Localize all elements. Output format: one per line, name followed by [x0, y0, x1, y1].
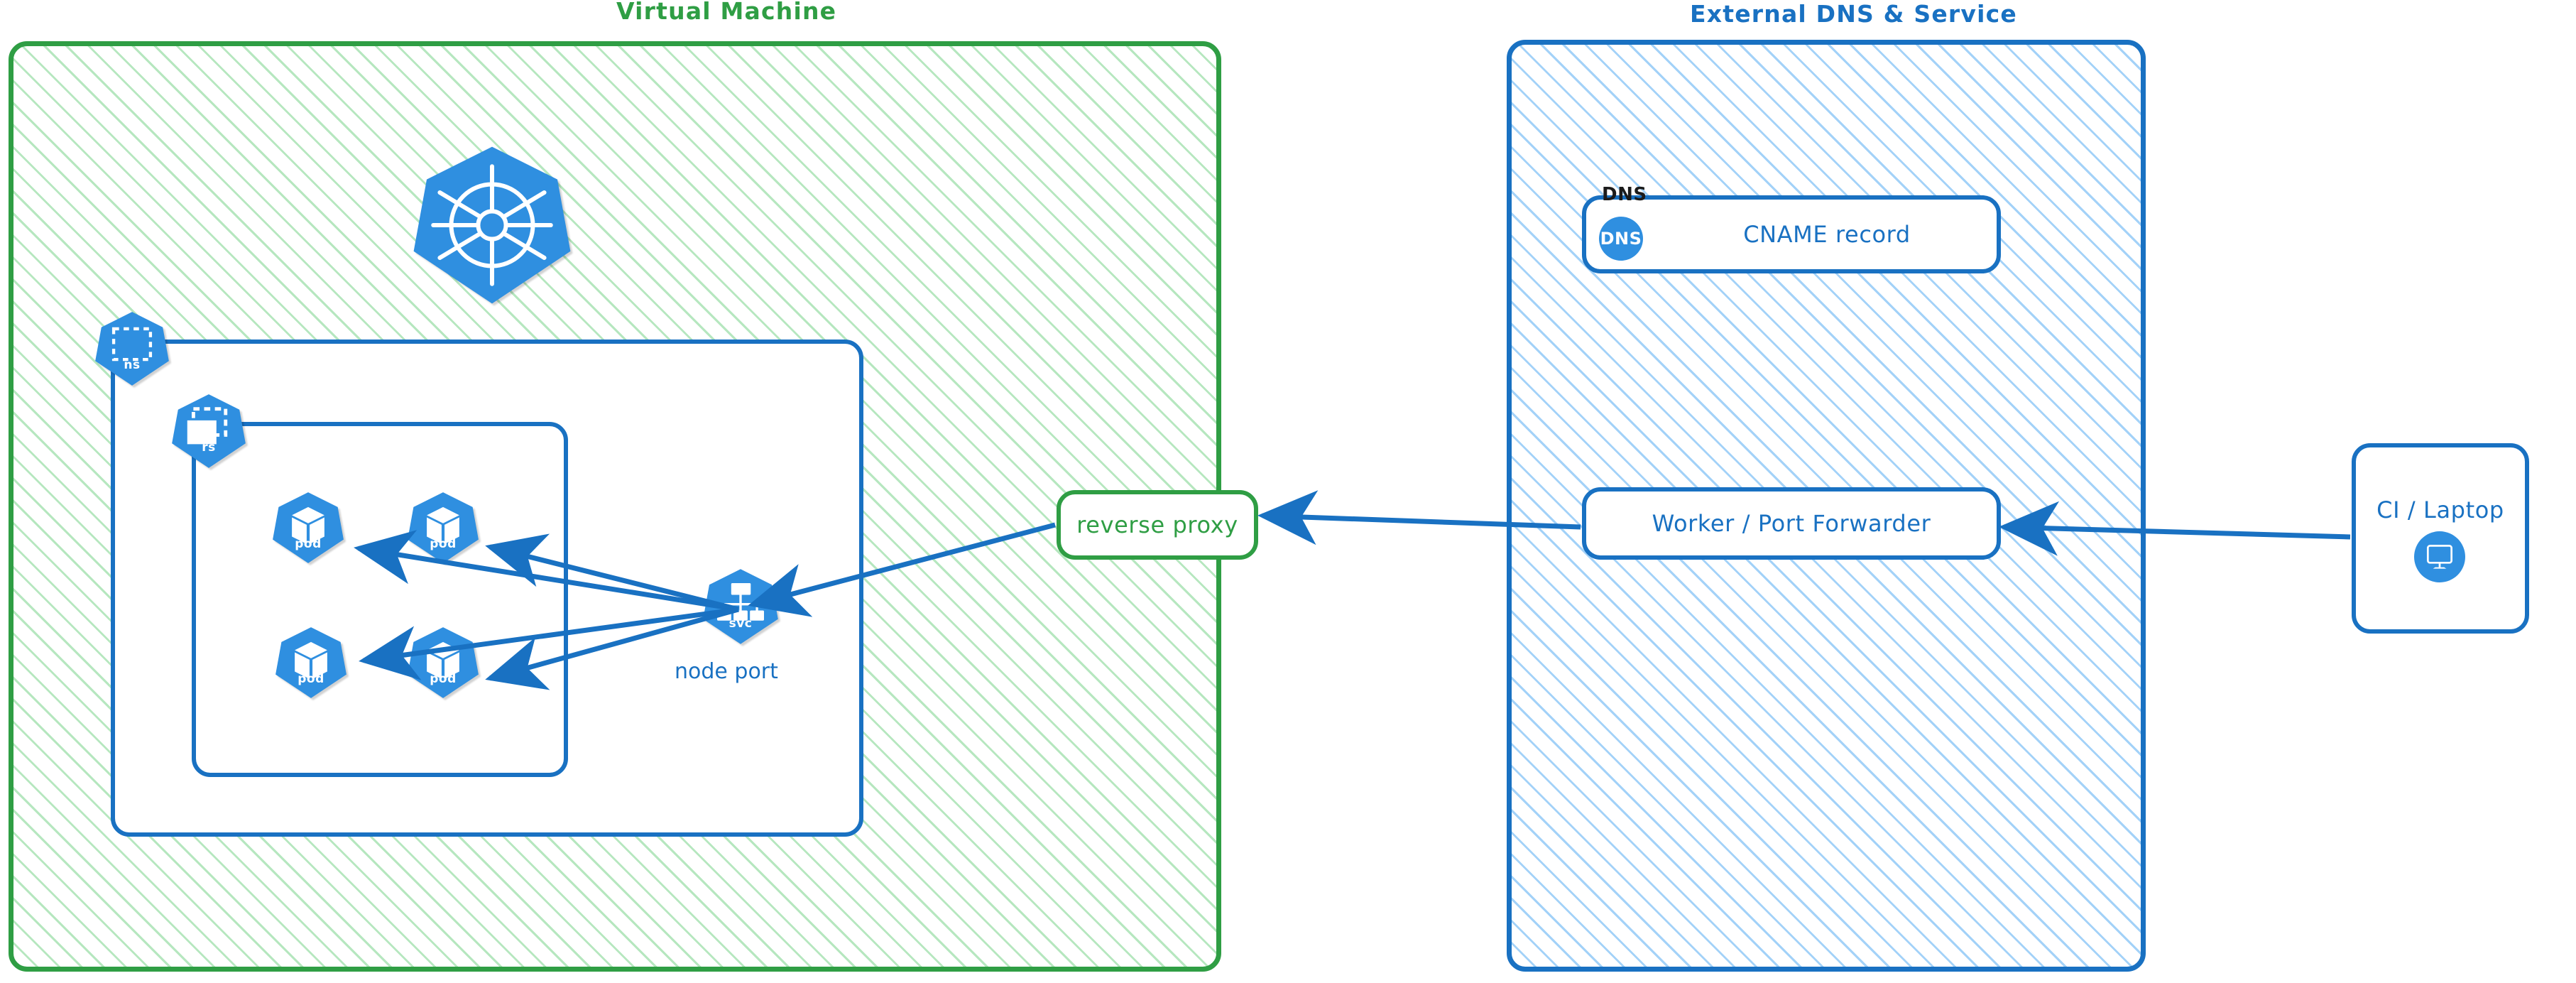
pod-2: pod — [406, 490, 480, 565]
kubernetes-logo — [410, 143, 574, 307]
dns-card-label: CNAME record — [1743, 221, 1911, 248]
group-title-virtual-machine: Virtual Machine — [616, 0, 837, 25]
dns-circle-icon: DNS — [1599, 217, 1643, 261]
node-port-label: node port — [675, 659, 778, 684]
cube-icon — [408, 627, 479, 698]
cube-icon — [273, 492, 344, 563]
cube-icon — [408, 492, 479, 563]
pod-4: pod — [406, 625, 480, 700]
dashed-square-icon — [95, 312, 169, 386]
replicaset-icon-badge: rs — [170, 392, 247, 470]
ci-laptop-label: CI / Laptop — [2376, 496, 2504, 523]
dns-corner-tag: DNS — [1602, 184, 1647, 205]
hierarchy-tree-icon — [703, 569, 778, 644]
dns-card[interactable]: DNS DNS CNAME record — [1582, 184, 2001, 273]
ci-laptop-box[interactable]: CI / Laptop — [2352, 443, 2529, 634]
worker-port-forwarder-box[interactable]: Worker / Port Forwarder — [1582, 487, 2001, 560]
pod-3: pod — [274, 625, 348, 700]
kubernetes-wheel-icon — [413, 146, 571, 304]
worker-port-forwarder-label: Worker / Port Forwarder — [1652, 510, 1931, 537]
reverse-proxy-box[interactable]: reverse proxy — [1057, 490, 1258, 560]
replicaset-container — [192, 422, 568, 777]
namespace-icon-badge: ns — [94, 310, 170, 388]
cube-icon — [275, 627, 346, 698]
pod-1: pod — [271, 490, 345, 565]
reverse-proxy-label: reverse proxy — [1076, 511, 1238, 538]
dns-badge-text: DNS — [1600, 229, 1642, 249]
node-port-svc: svc — [702, 567, 780, 646]
desktop-monitor-icon — [2414, 531, 2465, 582]
group-title-external-dns-service: External DNS & Service — [1690, 0, 2017, 28]
stacked-dashed-rects-icon — [172, 394, 246, 468]
